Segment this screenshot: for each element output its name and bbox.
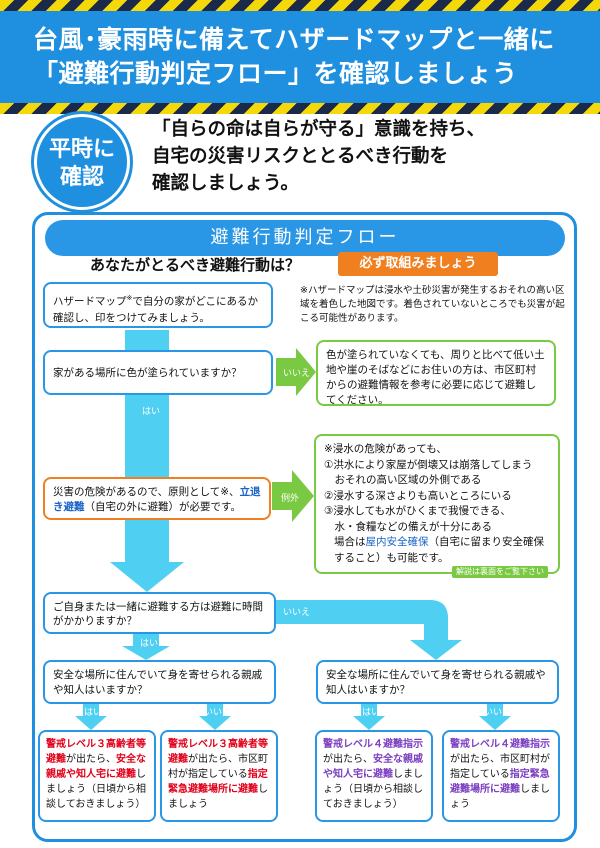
- arrow-no-route: [276, 600, 462, 660]
- result-text-part: 警戒レベル４避難指示: [323, 739, 423, 750]
- intro-line1: 「自らの命は自らが守る」意識を持ち、: [152, 119, 486, 140]
- step2-no-result: 色が塗られていなくても、周りと比べて低い土地や崖のそばなどにお住いの方は、市区町…: [316, 340, 556, 406]
- step5-right-box: 安全な場所に住んでいて身を寄せられる親戚や知人はいますか？: [316, 660, 559, 704]
- arrow-r-no-head: [479, 716, 511, 730]
- intro-line3: 確認しましょう。: [152, 173, 299, 194]
- arrow-head-down-1: [110, 562, 184, 592]
- label-l-yes: はい: [84, 708, 103, 718]
- header-line1: 台風･豪雨時に備えてハザードマップと一緒に: [33, 25, 555, 54]
- exception-intro: ※浸水の危険があっても、: [324, 443, 447, 455]
- arrow-l-no-head: [199, 716, 231, 730]
- step4-question: ご自身または一緒に避難する方は避難に時間がかかりますか？: [53, 601, 263, 627]
- result-text-part: しましょう: [450, 784, 550, 810]
- result-4: 警戒レベル４避難指示が出たら、市区町村が指定している指定緊急避難場所に避難しまし…: [442, 730, 560, 822]
- result-text-part: しましょう（日頃から相談しておきましょう）: [46, 769, 146, 810]
- result-text-part: 警戒レベル３高齢者等避難: [46, 739, 146, 765]
- step3-box: 災害の危険があるので、原則として※、立退き避難（自宅の外に避難）が必要です。: [43, 477, 271, 520]
- result-text-part: しましょう: [168, 784, 268, 810]
- result-text-part: が出たら、: [66, 754, 116, 765]
- step3-text-b: （自宅の外に避難）が必要です。: [84, 501, 241, 513]
- panel-title: 避難行動判定フロー: [45, 220, 565, 256]
- arrow-l-no-stem: [207, 704, 223, 716]
- result-text-part: が出たら、市区町村が指定している: [450, 754, 550, 780]
- exception-item: ③浸水しても水がひくまで我慢できる、: [324, 505, 511, 517]
- arrow-yes-stem: [133, 634, 159, 646]
- label-r-yes: はい: [362, 708, 381, 718]
- arrow-r-yes-stem: [361, 704, 377, 716]
- label-l-no: いいえ: [204, 708, 232, 718]
- arrow-no-green: [276, 348, 316, 396]
- step5-left-question: 安全な場所に住んでいて身を寄せられる親戚や知人はいますか？: [53, 669, 263, 696]
- step2-no-result-text: 色が塗られていなくても、周りと比べて低い土地や崖のそばなどにお住いの方は、市区町…: [326, 349, 545, 406]
- arrow-r-no-stem: [487, 704, 503, 716]
- result-2: 警戒レベル３高齢者等避難が出たら、市区町村が指定している指定緊急避難場所に避難し…: [160, 730, 278, 822]
- exception-end-b: （自宅に留まり安全確保すること）も可能です。: [334, 536, 544, 564]
- label-step2-no: いいえ: [283, 369, 311, 379]
- step4-box: ご自身または一緒に避難する方は避難に時間がかかりますか？: [43, 592, 276, 634]
- step5-left-box: 安全な場所に住んでいて身を寄せられる親戚や知人はいますか？: [43, 660, 276, 704]
- exception-end-a: 場合は: [334, 536, 366, 548]
- arrow-l-yes-stem: [83, 704, 99, 716]
- step5-right-question: 安全な場所に住んでいて身を寄せられる親戚や知人はいますか？: [326, 669, 546, 696]
- result-text-part: 指定緊急避難場所に避難: [450, 769, 550, 795]
- step2-question: 家がある場所に色が塗られていますか？: [53, 367, 242, 379]
- peacetime-badge: 平時に 確認: [34, 114, 130, 210]
- result-text-part: 警戒レベル３高齢者等避難: [168, 739, 268, 765]
- hazard-map-note: ※ハザードマップは浸水や土砂災害が発生するおそれの高い区域を着色した地図です。着…: [300, 285, 565, 324]
- must-badge: 必ず取組みましょう: [338, 252, 498, 276]
- exception-box: ※浸水の危険があっても、 ①洪水により家屋が倒壊又は崩落してしまう おそれの高い…: [314, 434, 560, 574]
- result-text-part: しましょう（日頃から相談しておきましょう）: [323, 769, 423, 810]
- exception-end-highlight: 屋内安全確保: [365, 536, 429, 548]
- intro-text: 「自らの命は自らが守る」意識を持ち、 自宅の災害リスクととるべき行動を 確認しま…: [152, 116, 582, 197]
- header-banner: 台風･豪雨時に備えてハザードマップと一緒に 「避難行動判定フロー」を確認しましょ…: [0, 11, 600, 103]
- exception-item: ②浸水する深さよりも高いところにいる: [324, 489, 512, 502]
- step1-text-b: で自分の家がどこにあるか確認し、印をつけてみましょう。: [53, 295, 259, 324]
- step3-text-a: 災害の危険があるので、原則として※、: [53, 486, 240, 498]
- exception-end: 場合は屋内安全確保（自宅に留まり安全確保すること）も可能です。: [324, 535, 550, 566]
- result-text-part: が出たら、市区町村が指定している: [168, 754, 268, 780]
- exception-item: 水・食糧などの備えが十分にある: [324, 520, 492, 533]
- label-step4-no: いいえ: [283, 608, 311, 618]
- intro-line2: 自宅の災害リスクととるべき行動を: [152, 146, 449, 167]
- result-1: 警戒レベル３高齢者等避難が出たら、安全な親戚や知人宅に避難しましょう（日頃から相…: [38, 730, 156, 822]
- result-text-part: が出たら、: [323, 754, 373, 765]
- arrow-r-yes-head: [353, 716, 385, 730]
- exception-list: ①洪水により家屋が倒壊又は崩落してしまう おそれの高い区域の外側である ②浸水す…: [324, 458, 550, 536]
- hazard-stripe-bottom: [0, 103, 600, 114]
- label-r-no: いいえ: [484, 708, 512, 718]
- result-text-part: 警戒レベル４避難指示: [450, 739, 550, 750]
- arrow-trunk-1: [125, 330, 169, 350]
- step1-box: ハザードマップ※で自分の家がどこにあるか確認し、印をつけてみましょう。: [43, 282, 273, 328]
- label-step4-yes: はい: [140, 639, 159, 649]
- result-3: 警戒レベル４避難指示が出たら、安全な親戚や知人宅に避難しましょう（日頃から相談し…: [315, 730, 433, 822]
- exception-item: おそれの高い区域の外側である: [324, 474, 482, 486]
- arrow-trunk-3: [125, 520, 169, 562]
- badge-line2: 確認: [59, 165, 104, 190]
- arrow-l-yes-head: [75, 716, 107, 730]
- hazard-stripe-top: [0, 0, 600, 11]
- arrow-yes-head: [122, 646, 170, 660]
- step1-sup: ※: [126, 294, 133, 302]
- step3-highlight: 立退き避難: [53, 486, 261, 513]
- step1-text-a: ハザードマップ: [53, 295, 127, 308]
- step2-box: 家がある場所に色が塗られていますか？: [43, 350, 273, 395]
- result-text-part: 指定緊急避難場所に避難: [168, 769, 268, 795]
- arrow-trunk-2: [125, 395, 169, 477]
- header-line2: 「避難行動判定フロー」を確認しましょう: [33, 59, 518, 88]
- label-step2-yes: はい: [142, 407, 161, 417]
- label-exception: 例外: [281, 494, 300, 504]
- arrow-exception-green: [272, 470, 314, 522]
- result-text-part: 安全な親戚や知人宅に避難: [323, 754, 423, 780]
- main-question: あなたがとるべき避難行動は？: [90, 256, 301, 274]
- exception-item: ①洪水により家屋が倒壊又は崩落してしまう: [324, 458, 533, 471]
- see-back-note: 解説は裏面をご覧下さい: [452, 566, 548, 578]
- result-text-part: 安全な親戚や知人宅に避難: [46, 754, 146, 780]
- badge-line1: 平時に: [48, 137, 115, 162]
